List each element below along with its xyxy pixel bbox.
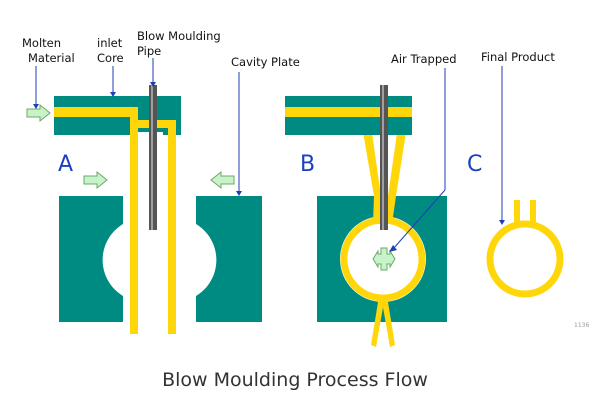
stage-letter-c: C — [467, 152, 482, 177]
label-molten-material-line1: Molten — [22, 36, 61, 50]
air-expansion-icon — [372, 247, 396, 271]
final-product-neck-left — [514, 200, 520, 226]
stage-letter-b: B — [300, 152, 315, 177]
pinch-tail-right-b — [381, 296, 395, 347]
leader-lines — [33, 58, 505, 252]
molten-flow-arrow — [26, 103, 51, 123]
label-final-product: Final Product — [481, 50, 555, 64]
molten-channel-a — [54, 107, 138, 117]
leader-air-trapped-head — [389, 245, 397, 252]
label-inlet-core-line1: inlet — [97, 36, 123, 50]
label-blow-pipe-line1: Blow Moulding — [137, 29, 221, 43]
leader-air-trapped-diag — [392, 189, 446, 250]
leader-blow-pipe-head — [150, 82, 156, 87]
cavity-plate-right-a — [196, 196, 262, 322]
pinch-tail-left-b — [371, 296, 385, 347]
label-blow-pipe-line2: Pipe — [137, 44, 161, 58]
blow-pipe-b-highlight — [382, 85, 384, 230]
label-molten-material-line2: Material — [28, 51, 75, 65]
leader-cavity-plate-head — [236, 191, 242, 196]
plate-close-arrow-right — [210, 170, 235, 190]
leader-final-product-head — [499, 220, 505, 225]
cavity-plate-left-a — [59, 196, 123, 322]
cavity-block-b — [317, 196, 447, 322]
final-product-neck-right — [530, 200, 536, 226]
leader-molten-material-head — [33, 104, 39, 109]
label-inlet-core-line2: Core — [97, 51, 124, 65]
leader-inlet-core-head — [110, 92, 116, 97]
diagram-caption: Blow Moulding Process Flow — [162, 369, 428, 391]
final-product-body — [486, 220, 564, 298]
stage-c-final-product — [486, 200, 564, 298]
parison-funnel-left-b — [362, 126, 381, 224]
parison-wall-left-a — [130, 128, 138, 334]
stage-a-assembly — [26, 85, 262, 334]
parison-wall-right-a — [168, 120, 176, 334]
label-air-trapped: Air Trapped — [391, 52, 457, 66]
molten-channel-b — [285, 107, 412, 117]
watermark: 1136 — [574, 322, 589, 329]
blow-pipe-a-highlight — [151, 85, 153, 230]
stage-letter-a: A — [58, 152, 73, 177]
label-cavity-plate: Cavity Plate — [231, 55, 300, 69]
stage-b-assembly — [285, 85, 447, 347]
parison-funnel-right-b — [385, 126, 407, 224]
plate-close-arrow-left — [83, 170, 108, 190]
